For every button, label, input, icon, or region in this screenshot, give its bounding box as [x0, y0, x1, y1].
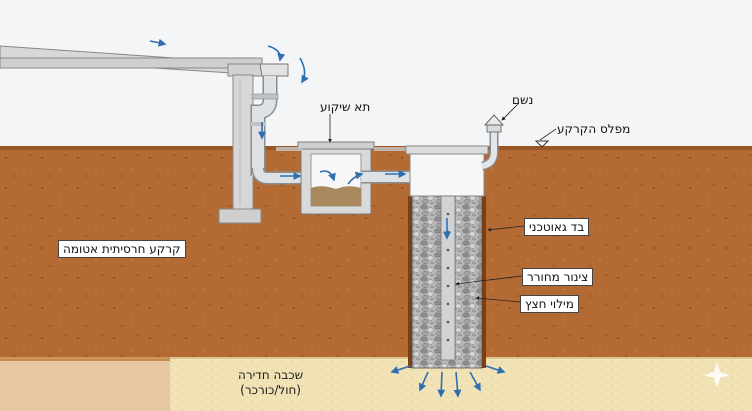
ground-level-label: מפלס הקרקע	[557, 122, 631, 136]
permeable-layer-title: שכבה חדירה	[238, 368, 304, 382]
sparkle-icon	[704, 362, 730, 388]
vent-leader	[501, 103, 519, 121]
triangle-marker-icon	[534, 140, 550, 148]
vent-label: נשם	[512, 93, 534, 107]
roof-slab	[0, 45, 263, 77]
downspout-pipe	[250, 76, 279, 176]
geotextile-label: בד גאוטכני	[524, 218, 590, 236]
perforated-pipe-label: צינור מחורר	[522, 268, 594, 286]
settling-box-shape	[276, 141, 406, 215]
gravel-leader	[475, 296, 521, 303]
roof-gutter	[259, 63, 289, 77]
infiltration-well	[405, 145, 489, 369]
inlet-pipe	[251, 167, 312, 185]
clay-soil-label: קרקע חרסיתית אטומה	[58, 240, 186, 258]
vent-pipe	[480, 123, 502, 171]
vent-cap-icon	[483, 114, 505, 126]
settling-box-label: תא שיקוע	[320, 100, 371, 114]
permeable-layer-label: שכבה חדירה (חול/כורכר)	[238, 368, 303, 398]
permeable-layer-note: (חול/כורכר)	[240, 383, 301, 397]
geotextile-leader	[487, 225, 525, 232]
pipe-leader	[455, 275, 523, 286]
building-column	[218, 74, 262, 224]
gravel-fill-label: מילוי חצץ	[520, 295, 579, 313]
arrow-icon	[149, 38, 506, 398]
